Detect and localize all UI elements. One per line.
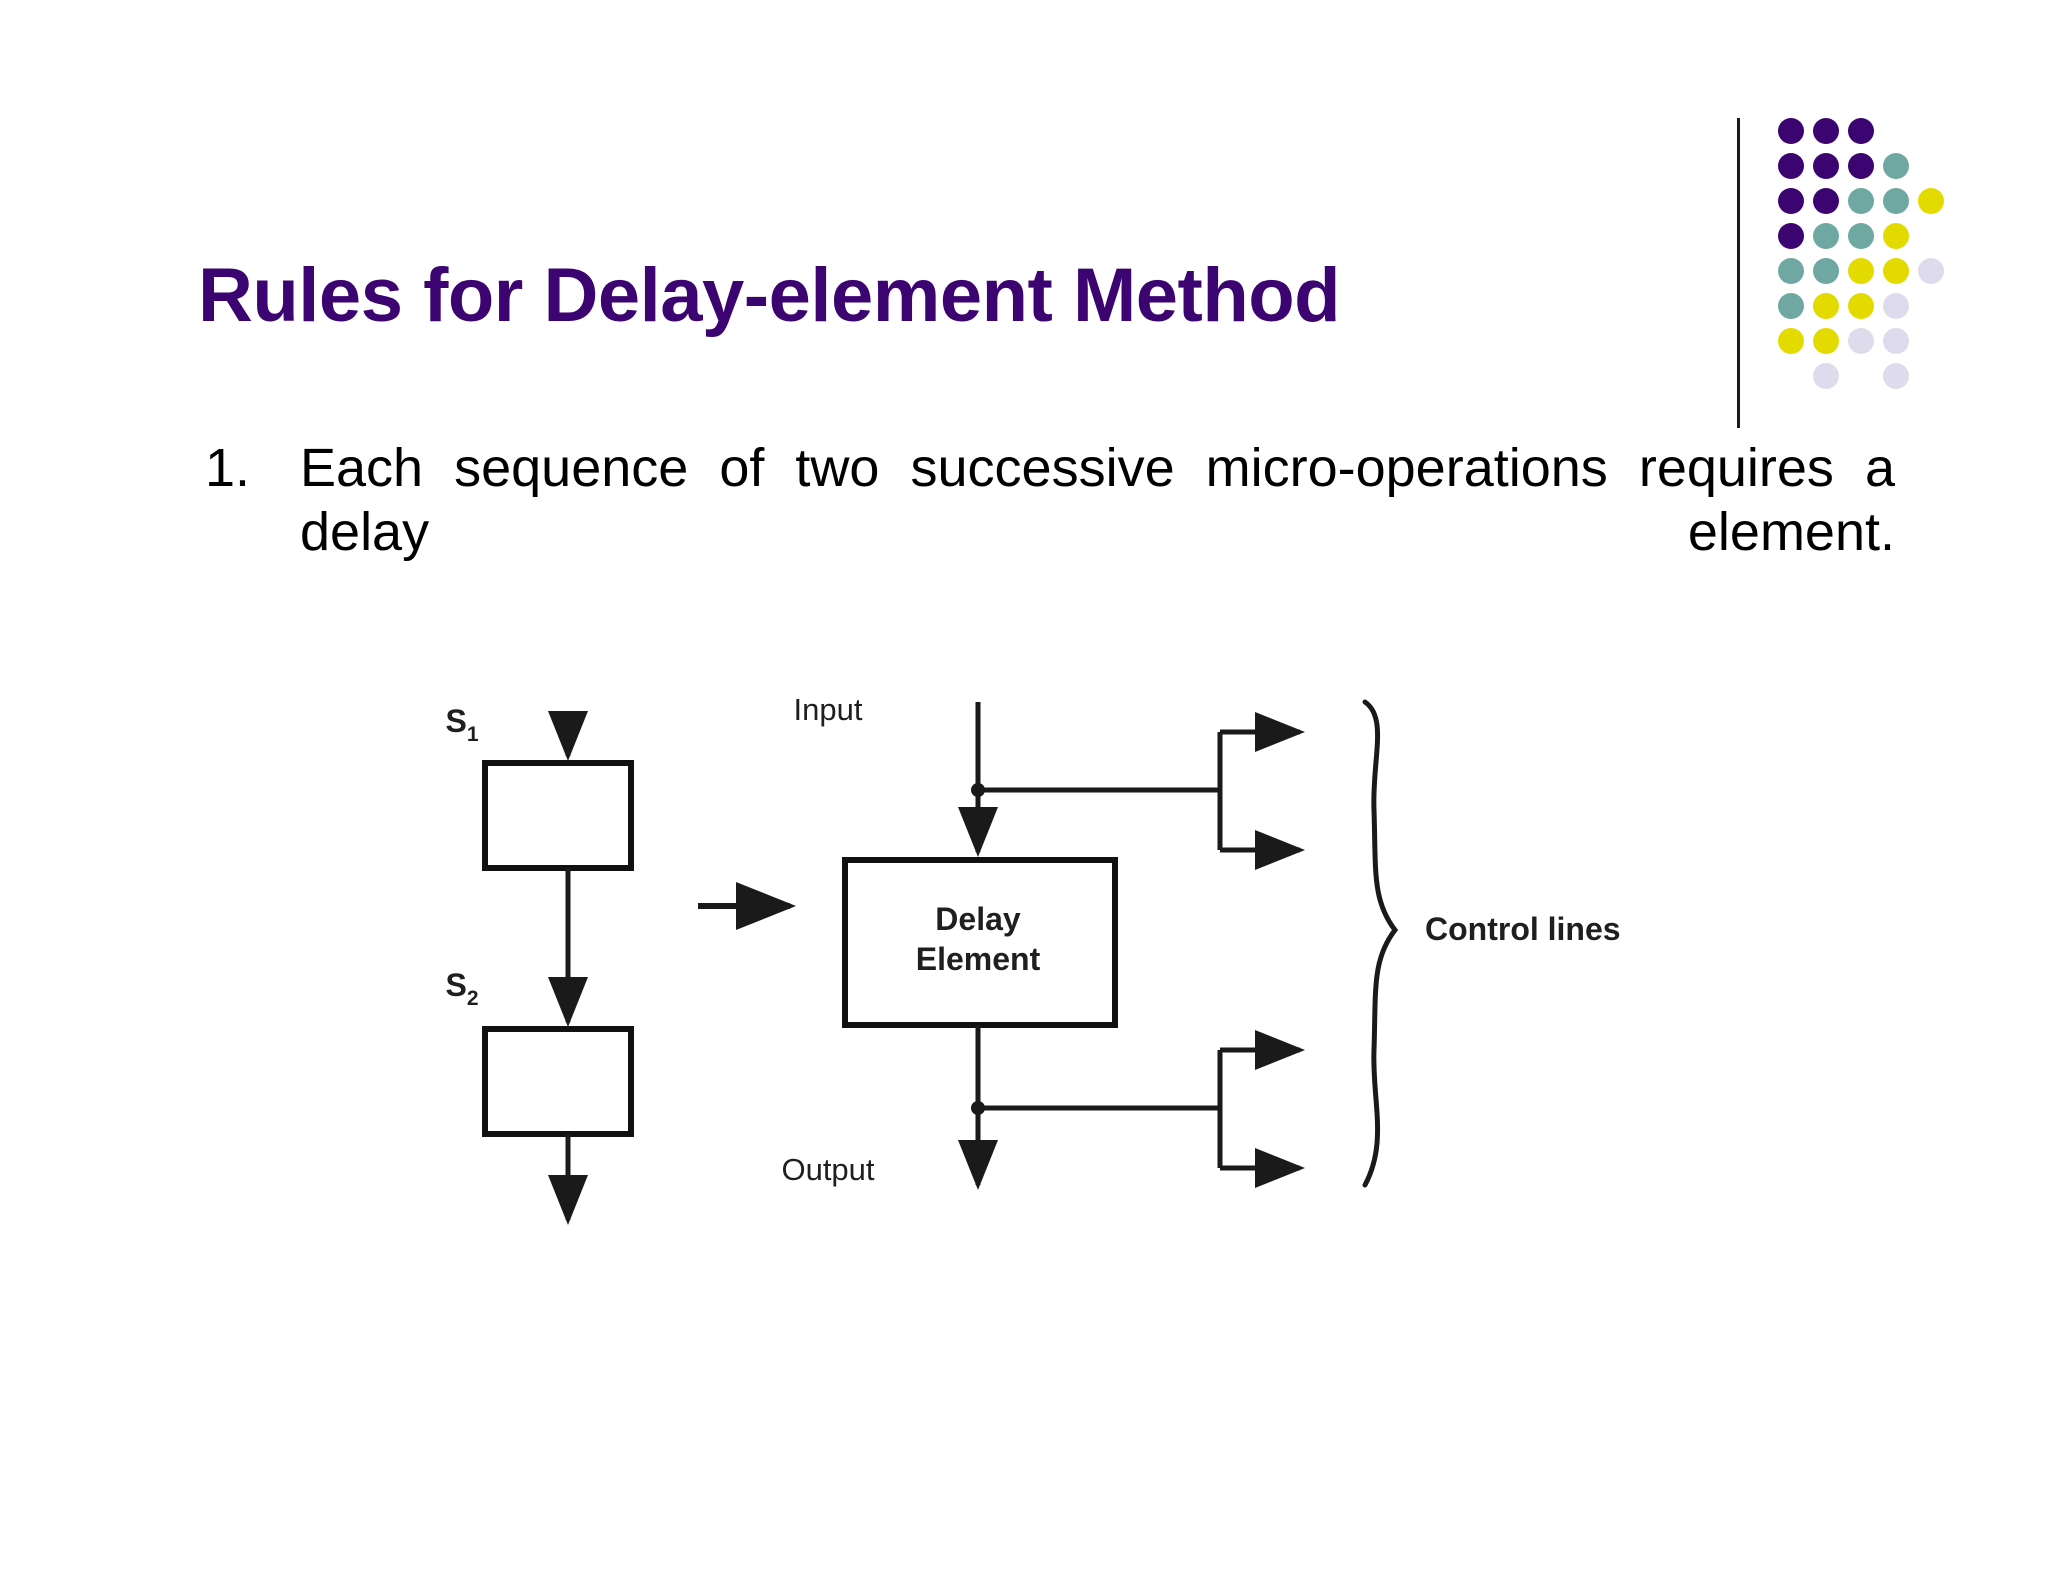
- delay-element-label-line2: Element: [916, 941, 1041, 977]
- s1-label: S1: [445, 703, 478, 746]
- dot-teal: [1848, 188, 1874, 214]
- dot-lavender: [1813, 363, 1839, 389]
- bullet-text: Each sequence of two successive micro-op…: [300, 438, 1895, 562]
- dot-yellow: [1813, 293, 1839, 319]
- dot-lavender: [1883, 363, 1909, 389]
- dot-purple: [1848, 118, 1874, 144]
- dot-teal: [1813, 258, 1839, 284]
- dot-lavender: [1883, 328, 1909, 354]
- dot-lavender: [1848, 328, 1874, 354]
- delay-element-box: [842, 857, 1118, 1028]
- dot-purple: [1778, 188, 1804, 214]
- dot-teal: [1778, 258, 1804, 284]
- s1-box: [482, 760, 634, 871]
- delay-element-label-line1: Delay: [935, 901, 1021, 937]
- dot-teal: [1883, 188, 1909, 214]
- dot-yellow: [1883, 258, 1909, 284]
- dot-purple: [1778, 118, 1804, 144]
- s2-box: [482, 1026, 634, 1137]
- dot-yellow: [1813, 328, 1839, 354]
- logo-divider-rule: [1737, 118, 1740, 428]
- bullet-marker: 1.: [205, 438, 251, 498]
- delay-circuit-group: Input Delay Element Output: [781, 692, 1621, 1190]
- dot-purple: [1813, 153, 1839, 179]
- state-sequence-group: S1 S2: [445, 703, 634, 1225]
- dot-yellow: [1778, 328, 1804, 354]
- dot-teal: [1848, 223, 1874, 249]
- dot-teal: [1813, 223, 1839, 249]
- dot-purple: [1778, 223, 1804, 249]
- dot-lavender: [1883, 293, 1909, 319]
- dot-purple: [1813, 118, 1839, 144]
- output-label: Output: [781, 1152, 874, 1187]
- control-lines-brace: [1362, 699, 1399, 1188]
- dot-teal: [1883, 153, 1909, 179]
- dot-purple: [1778, 153, 1804, 179]
- dot-purple: [1813, 188, 1839, 214]
- input-label: Input: [794, 692, 863, 727]
- s2-label: S2: [445, 967, 478, 1010]
- page-title: Rules for Delay-element Method: [198, 253, 1341, 338]
- delay-element-diagram: S1 S2 Input: [400, 640, 1700, 1260]
- dot-purple: [1848, 153, 1874, 179]
- dot-lavender: [1918, 258, 1944, 284]
- dot-yellow: [1883, 223, 1909, 249]
- dot-yellow: [1848, 258, 1874, 284]
- dot-teal: [1778, 293, 1804, 319]
- dot-yellow: [1918, 188, 1944, 214]
- dot-yellow: [1848, 293, 1874, 319]
- control-lines-label: Control lines: [1425, 911, 1621, 947]
